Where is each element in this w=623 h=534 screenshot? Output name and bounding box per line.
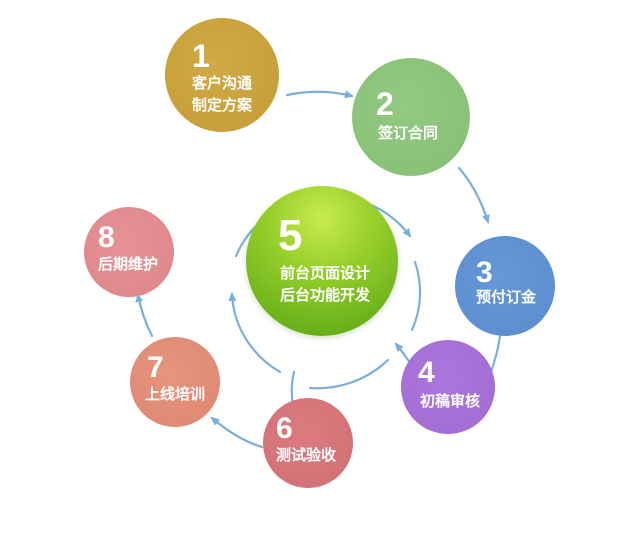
ring-arc-right: [410, 260, 422, 332]
step-2-number: 2: [376, 86, 394, 122]
step-3-label: 预付订金: [476, 288, 537, 306]
step-3-number: 3: [476, 256, 493, 289]
step-8-label: 后期维护: [98, 255, 159, 273]
step-1-number: 1: [192, 38, 210, 74]
step-4-circle: 4 初稿审核: [401, 340, 495, 434]
step-4-number: 4: [418, 356, 435, 389]
arrow-6-to-7: [210, 416, 264, 449]
step-5-label-line-1: 前台页面设计: [280, 264, 371, 282]
step-2-circle: 2 签订合同: [352, 58, 470, 176]
step-6-number: 6: [276, 412, 293, 445]
arrow-7-to-8: [135, 293, 154, 338]
arrow-1-to-2: [285, 90, 354, 99]
step-8-number: 8: [98, 221, 115, 254]
arrow-2-to-3: [457, 166, 490, 224]
step-5-label-line-2: 后台功能开发: [280, 286, 371, 304]
step-1-circle: 1 客户沟通 制定方案: [165, 18, 279, 132]
step-3-circle: 3 预付订金: [455, 236, 555, 336]
step-7-label: 上线培训: [145, 385, 206, 403]
step-8-circle: 8 后期维护: [84, 207, 174, 297]
ring-arc-left: [228, 292, 282, 374]
step-7-circle: 7 上线培训: [130, 337, 220, 427]
step-2-label: 签订合同: [378, 124, 439, 142]
ring-arc-bottom: [308, 358, 390, 390]
step-1-label-line-2: 制定方案: [192, 96, 253, 114]
step-6-circle: 6 测试验收: [263, 398, 353, 488]
step-5-circle: 5 前台页面设计 后台功能开发: [246, 186, 398, 336]
step-1-label-line-1: 客户沟通: [192, 74, 253, 92]
step-6-label: 测试验收: [276, 446, 337, 464]
step-7-number: 7: [147, 351, 164, 384]
step-5-number: 5: [278, 211, 303, 260]
step-4-label: 初稿审核: [420, 392, 481, 410]
